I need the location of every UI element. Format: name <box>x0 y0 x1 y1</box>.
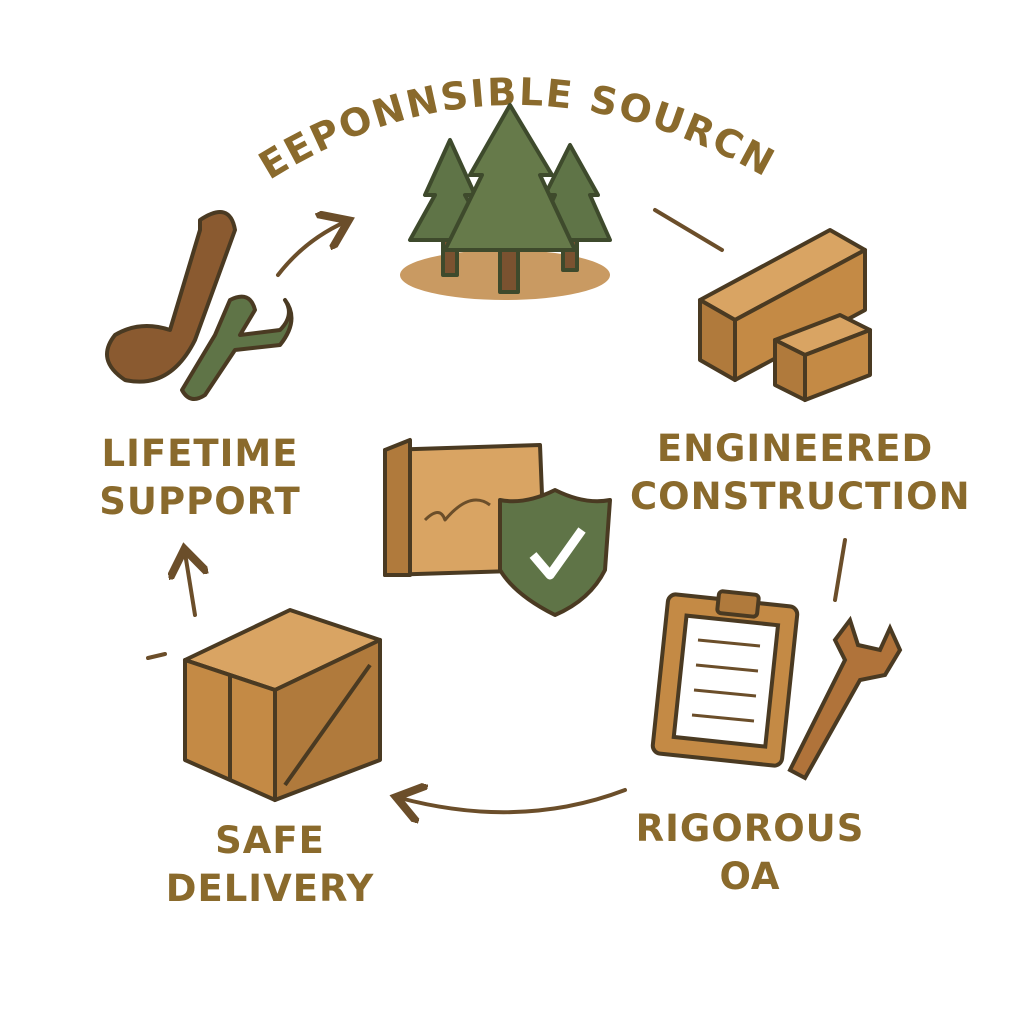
step-label-line1: SAFE <box>215 819 325 862</box>
connector-delivery <box>146 652 167 660</box>
support-tools-icon <box>105 210 294 401</box>
step-safe-delivery: SAFE DELIVERY <box>160 817 380 913</box>
step-lifetime-support: LIFETIME SUPPORT <box>90 430 310 526</box>
step-label-line2: CONSTRUCTION <box>630 475 971 518</box>
wood-beams-icon <box>698 228 872 402</box>
step-rigorous-qa: RIGOROUS OA <box>630 805 870 901</box>
connector-sourcing-engineered <box>653 208 724 252</box>
qa-clipboard-icon <box>650 589 800 768</box>
step-label-line1: ENGINEERED <box>656 427 934 470</box>
arrow-to-sourcing <box>276 222 345 277</box>
step-label-line1: LIFETIME <box>101 432 299 475</box>
shipping-crate-icon <box>183 608 382 802</box>
warranty-shield-icon <box>383 438 612 617</box>
step-label-line2: SUPPORT <box>99 480 301 523</box>
step-engineered-construction: ENGINEERED CONSTRUCTION <box>630 425 971 521</box>
title-curved: EEEPONNSIBLE SOURCNG <box>0 0 783 188</box>
wrench-icon <box>787 615 903 781</box>
connector-engineered-qa <box>833 538 847 602</box>
cycle-arrows <box>146 208 847 812</box>
step-label-line2: DELIVERY <box>165 867 375 910</box>
step-label-line2: OA <box>719 855 781 898</box>
step-label-line1: RIGOROUS <box>635 807 865 850</box>
forest-icon <box>400 103 612 300</box>
title-text: EEEPONNSIBLE SOURCNG <box>0 0 781 188</box>
arrow-qa-to-delivery <box>400 790 627 812</box>
arrow-delivery-to-support <box>185 553 195 617</box>
